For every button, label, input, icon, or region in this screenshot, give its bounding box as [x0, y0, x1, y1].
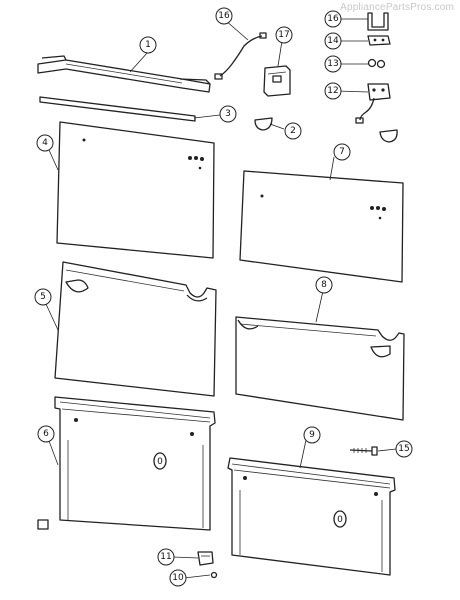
callout-12: 12	[324, 82, 342, 100]
callout-7: 7	[333, 143, 351, 161]
callout-16-harness: 16	[215, 7, 233, 25]
callout-13: 13	[324, 55, 342, 73]
callout-4: 4	[36, 134, 54, 152]
svg-text:9: 9	[309, 430, 315, 440]
part-wire-harness	[214, 32, 267, 80]
callout-11: 11	[157, 548, 175, 566]
leader-lines	[45, 18, 397, 579]
svg-text:5: 5	[40, 292, 46, 302]
callout-1: 1	[139, 36, 157, 54]
callout-16-bracket: 16	[324, 10, 342, 28]
part-terminal-block	[367, 35, 391, 46]
part-inner-panel-2	[235, 316, 405, 421]
part-bracket	[367, 12, 389, 31]
callout-9: 9	[303, 426, 321, 444]
callout-5: 5	[34, 288, 52, 306]
svg-text:16: 16	[218, 11, 230, 21]
part-clip	[197, 551, 214, 566]
watermark: AppliancePartsPros.com	[340, 2, 454, 13]
part-grommet	[367, 58, 386, 69]
svg-text:16: 16	[327, 14, 339, 24]
part-end-cap	[254, 117, 273, 131]
svg-text:13: 13	[327, 59, 338, 69]
svg-text:15: 15	[398, 444, 409, 454]
part-screw	[349, 446, 378, 456]
callout-17: 17	[275, 26, 293, 44]
svg-text:2: 2	[290, 126, 296, 136]
svg-text:0: 0	[337, 515, 343, 525]
svg-text:1: 1	[145, 40, 151, 50]
callout-2: 2	[284, 122, 302, 140]
part-small-screw	[210, 571, 218, 579]
svg-text:8: 8	[321, 280, 327, 290]
callout-6: 6	[37, 425, 55, 443]
part-door-panel-2	[239, 170, 404, 283]
callout-8: 8	[315, 276, 333, 294]
svg-text:17: 17	[278, 30, 289, 40]
part-inner-panel	[54, 261, 217, 397]
part-door-clip	[37, 519, 49, 530]
part-door-liner-2: 0	[227, 457, 396, 576]
callout-3: 3	[219, 105, 237, 123]
callout-10: 10	[169, 569, 187, 587]
part-switch	[263, 65, 291, 97]
svg-text:7: 7	[339, 147, 345, 157]
svg-text:12: 12	[327, 86, 338, 96]
svg-text:3: 3	[225, 109, 231, 119]
svg-text:4: 4	[42, 138, 48, 148]
part-handle	[37, 55, 211, 93]
part-trim-strip	[39, 96, 196, 122]
svg-text:0: 0	[157, 457, 163, 467]
part-sensor-assembly	[355, 83, 391, 124]
svg-text:6: 6	[43, 429, 49, 439]
part-cap-small	[379, 129, 398, 143]
callout-15: 15	[395, 440, 413, 458]
svg-text:14: 14	[327, 36, 339, 46]
svg-text:10: 10	[172, 573, 184, 583]
callout-14: 14	[324, 32, 342, 50]
svg-text:11: 11	[160, 552, 171, 562]
part-door-panel	[56, 121, 215, 259]
part-door-liner: 0	[54, 396, 216, 531]
